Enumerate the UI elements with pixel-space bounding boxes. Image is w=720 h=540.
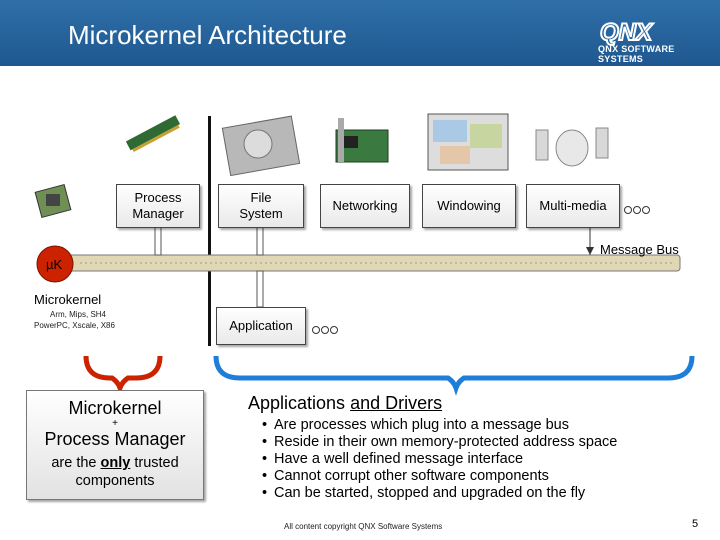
applications-heading: Applications and Drivers xyxy=(248,393,443,413)
copyright-footer: All content copyright QNX Software Syste… xyxy=(284,522,443,531)
applications-bullets: Are processes which plug into a message … xyxy=(262,417,662,502)
multimedia-box: Multi-media xyxy=(526,184,620,228)
bullet-item: Cannot corrupt other software components xyxy=(262,468,662,485)
summary-line4: components xyxy=(75,473,155,489)
message-bus-label: Message Bus xyxy=(600,242,679,257)
logo-subtitle: QNX SOFTWARE SYSTEMS xyxy=(598,44,675,64)
microkernel-bracket xyxy=(83,355,163,396)
file-system-box: File System xyxy=(218,184,304,228)
summary-line2: Process Manager xyxy=(44,429,186,449)
bus-arrow xyxy=(586,247,594,255)
uk-label: µK xyxy=(46,257,63,272)
microkernel-label: Microkernel xyxy=(34,292,102,307)
speakers-image xyxy=(535,127,609,167)
desktop-windows-image xyxy=(427,113,509,171)
qnx-logo: QNX xyxy=(599,18,655,47)
applications-bracket xyxy=(213,355,695,396)
bullet-item: Have a well defined message interface xyxy=(262,451,662,468)
architecture-diagram xyxy=(34,113,695,396)
networking-box: Networking xyxy=(320,184,410,228)
microkernel-summary-box: Microkernel + Process Manager are the on… xyxy=(26,390,204,500)
cpu-chip-image xyxy=(34,183,72,219)
header-bar xyxy=(0,0,720,66)
cpu-list-line1: Arm, Mips, SH4 xyxy=(50,310,107,319)
more-modules-ellipsis-icon xyxy=(624,201,651,219)
windowing-box: Windowing xyxy=(422,184,516,228)
memory-module-image xyxy=(125,115,181,153)
summary-plus: + xyxy=(112,418,118,429)
process-manager-box: Process Manager xyxy=(116,184,200,228)
page-number: 5 xyxy=(692,518,699,530)
application-box: Application xyxy=(216,307,306,345)
microkernel-circle xyxy=(36,245,74,283)
bullet-item: Are processes which plug into a message … xyxy=(262,417,662,434)
emphasis-only: only xyxy=(100,455,131,471)
vertical-divider xyxy=(208,116,211,346)
slide-title: Microkernel Architecture xyxy=(68,20,347,50)
bullet-item: Reside in their own memory-protected add… xyxy=(262,434,662,451)
svg-text:QNX: QNX xyxy=(600,19,654,46)
network-card-image xyxy=(335,118,389,163)
summary-line3: are the only trusted xyxy=(51,455,179,471)
more-applications-ellipsis-icon xyxy=(312,321,339,339)
hard-drive-image xyxy=(221,115,301,177)
summary-line1: Microkernel xyxy=(68,398,162,418)
bullet-item: Can be started, stopped and upgraded on … xyxy=(262,485,662,502)
cpu-list-line2: PowerPC, Xscale, X86 xyxy=(34,321,115,330)
